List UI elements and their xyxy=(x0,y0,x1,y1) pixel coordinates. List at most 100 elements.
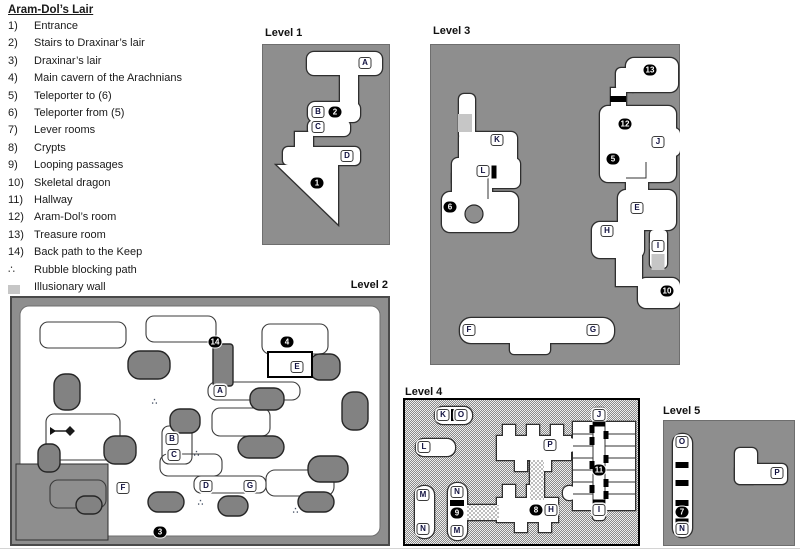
level-3-title: Level 3 xyxy=(433,25,471,37)
map-marker-B: B xyxy=(165,433,179,445)
illusion-marker xyxy=(651,254,665,270)
door-marker xyxy=(675,500,689,506)
map-marker-K: K xyxy=(490,134,504,146)
map-marker-E: E xyxy=(290,361,304,373)
map-marker-H: H xyxy=(600,225,614,237)
map-marker-∴: ∴ xyxy=(193,448,200,459)
map-marker-∴: ∴ xyxy=(197,497,204,508)
map-marker-G: G xyxy=(586,324,600,336)
level-1-map-graphic xyxy=(262,44,390,245)
map-marker-13: 13 xyxy=(643,64,657,76)
map-marker-E: E xyxy=(630,202,644,214)
legend-item-13: 13)Treasure room xyxy=(8,228,106,241)
map-marker-11: 11 xyxy=(592,464,606,476)
level-4-rubble-corridor-v xyxy=(530,460,544,500)
map-marker-∴: ∴ xyxy=(151,396,158,407)
door-marker xyxy=(593,499,605,505)
legend-title: Aram-Dol’s Lair xyxy=(8,4,94,16)
door-marker xyxy=(675,518,689,524)
map-marker-∴: ∴ xyxy=(292,505,299,516)
map-marker-4: 4 xyxy=(280,336,294,348)
level-3-gray-stub xyxy=(464,204,484,224)
map-marker-P: P xyxy=(770,467,784,479)
map-marker-I: I xyxy=(651,240,665,252)
level-1-title: Level 1 xyxy=(265,27,303,39)
rubble-symbol: ∴ xyxy=(8,264,15,277)
door-marker xyxy=(603,479,609,487)
map-marker-L: L xyxy=(476,165,490,177)
legend-item-1: 1)Entrance xyxy=(8,20,79,32)
legend-item-2: 2)Stairs to Draxinar’s lair xyxy=(8,37,145,50)
door-marker xyxy=(589,461,595,469)
door-marker xyxy=(675,462,689,468)
legend-item-illusionary: Illusionary wall xyxy=(8,281,258,298)
door-marker xyxy=(589,485,595,493)
legend-item-6: 6)Teleporter from (5) xyxy=(8,106,125,119)
map-marker-1: 1 xyxy=(310,177,324,189)
map-marker-2: 2 xyxy=(328,106,342,118)
door-marker xyxy=(593,421,605,427)
legend-item-9: 9)Looping passages xyxy=(8,159,124,172)
map-marker-7: 7 xyxy=(675,506,689,518)
legend-item-14: 14)Back path to the Keep xyxy=(8,246,143,259)
door-marker xyxy=(491,165,497,179)
map-marker-H: H xyxy=(544,504,558,516)
map-marker-6: 6 xyxy=(443,201,457,213)
door-marker xyxy=(589,437,595,445)
map-marker-O: O xyxy=(675,436,689,448)
legend-item-rubble: ∴Rubble blocking path xyxy=(8,264,137,277)
map-marker-10: 10 xyxy=(660,285,674,297)
map-marker-J: J xyxy=(651,136,665,148)
map-marker-C: C xyxy=(167,449,181,461)
door-marker xyxy=(610,96,626,102)
level-2-title: Level 2 xyxy=(350,279,388,291)
map-marker-14: 14 xyxy=(208,336,222,348)
map-marker-I: I xyxy=(592,504,606,516)
map-marker-3: 3 xyxy=(153,526,167,538)
map-marker-G: G xyxy=(243,480,257,492)
door-marker xyxy=(603,491,609,499)
map-marker-F: F xyxy=(116,482,130,494)
map-marker-M: M xyxy=(450,525,464,537)
map-marker-C: C xyxy=(311,121,325,133)
map-marker-N: N xyxy=(450,486,464,498)
legend: Aram-Dol’s Lair 1)Entrance 2)Stairs to D… xyxy=(8,4,258,298)
door-marker xyxy=(603,431,609,439)
legend-item-8: 8)Crypts xyxy=(8,141,66,154)
legend-item-4: 4)Main cavern of the Arachnians xyxy=(8,72,182,85)
illusionary-wall-swatch xyxy=(8,285,20,295)
door-marker xyxy=(589,425,595,433)
door-marker xyxy=(451,409,455,421)
map-marker-B: B xyxy=(311,106,325,118)
illusion-marker xyxy=(458,114,472,132)
legend-item-5: 5)Teleporter to (6) xyxy=(8,89,112,102)
legend-item-3: 3)Draxinar’s lair xyxy=(8,54,102,67)
legend-item-12: 12)Aram-Dol’s room xyxy=(8,211,117,224)
door-marker xyxy=(675,480,689,486)
map-marker-5: 5 xyxy=(606,153,620,165)
map-marker-J: J xyxy=(592,409,606,421)
level-3-wall-lines xyxy=(487,162,647,199)
map-marker-A: A xyxy=(358,57,372,69)
map-marker-N: N xyxy=(416,523,430,535)
map-marker-A: A xyxy=(213,385,227,397)
map-marker-8: 8 xyxy=(529,504,543,516)
door-marker xyxy=(603,455,609,463)
page-edge-line xyxy=(0,548,800,549)
map-marker-D: D xyxy=(340,150,354,162)
level-2-wall-blobs xyxy=(37,343,369,517)
legend-item-10: 10)Skeletal dragon xyxy=(8,176,111,189)
level-2-room-e xyxy=(267,351,313,378)
legend-item-11: 11)Hallway xyxy=(8,193,73,206)
map-marker-K: K xyxy=(436,409,450,421)
map-marker-N: N xyxy=(675,523,689,535)
map-marker-9: 9 xyxy=(450,507,464,519)
map-marker-L: L xyxy=(417,441,431,453)
map-marker-P: P xyxy=(543,439,557,451)
